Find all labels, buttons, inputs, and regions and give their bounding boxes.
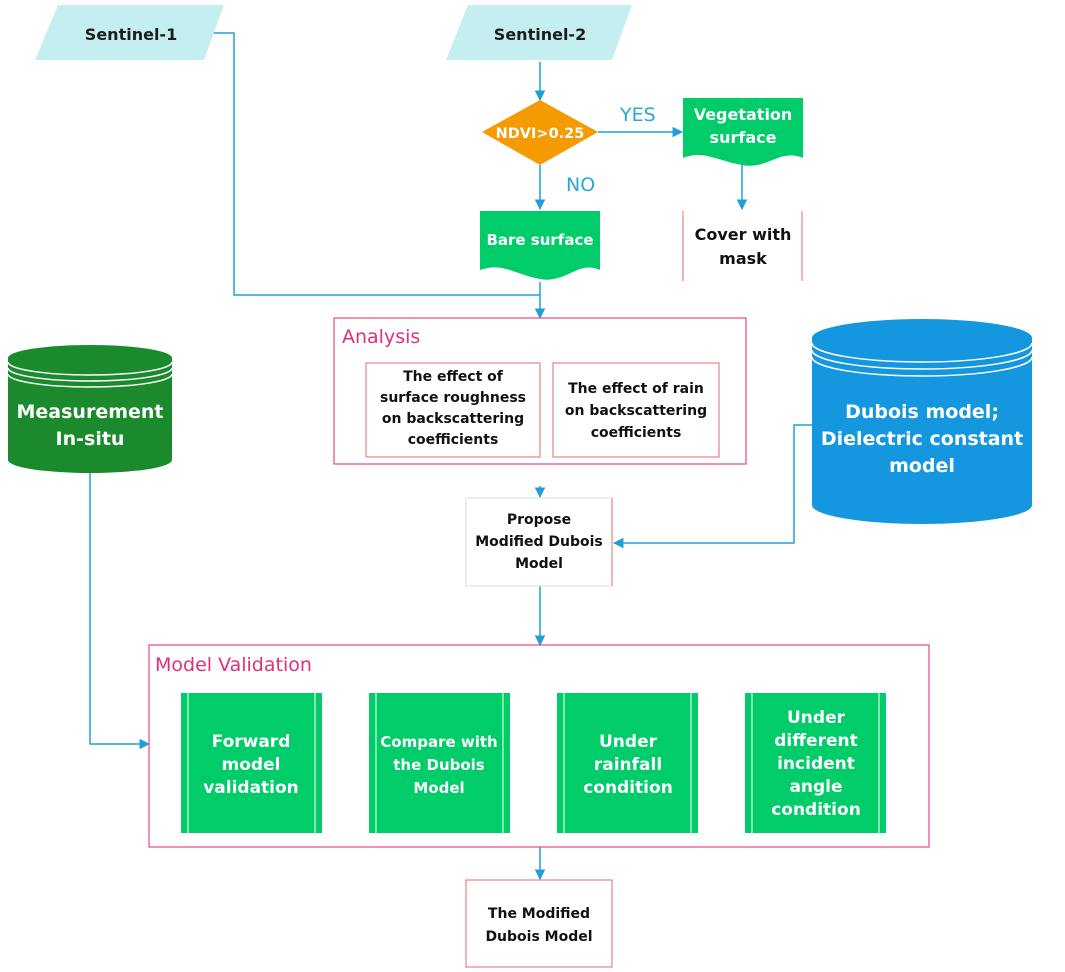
- vegetation-line-1: Vegetation: [694, 105, 793, 124]
- propose-line-1: Propose: [507, 512, 571, 528]
- validation-item-2-line-2: the Dubois: [393, 756, 485, 774]
- ndvi-decision: NDVI>0.25 YES NO: [482, 100, 656, 196]
- vegetation-shape: [683, 98, 803, 166]
- propose-line-2: Modified Dubois: [475, 534, 603, 550]
- dubois-cylinder-body: [812, 338, 1032, 524]
- arrow-measurement-to-validation: [89, 470, 151, 750]
- propose-box: [465, 497, 613, 587]
- dubois-line-1: Dubois model;: [845, 401, 999, 423]
- bare-surface-label: Bare surface: [486, 231, 593, 249]
- result-line-2: Dubois Model: [485, 929, 592, 945]
- validation-item-3-line-1: Under: [599, 732, 658, 752]
- validation-item-compare: [369, 693, 510, 833]
- measurement-cylinder-ring-3: [7, 373, 173, 388]
- yes-label: YES: [619, 104, 656, 126]
- validation-item-3-line-2: rainfall: [594, 755, 662, 775]
- cover-mask-line-2: mask: [719, 249, 767, 268]
- validation-item-1-line-3: validation: [203, 778, 299, 798]
- dubois-line-3: model: [889, 455, 955, 477]
- dubois-cylinder-ring-3: [811, 356, 1033, 377]
- sentinel2-label: Sentinel-2: [494, 25, 586, 44]
- vegetation-surface-node: Vegetation surface: [683, 98, 803, 166]
- result-line-1: The Modified: [488, 906, 590, 922]
- analysis-border: [333, 317, 747, 465]
- validation-item-rainfall: [557, 693, 698, 833]
- result-box: [465, 879, 613, 968]
- roughness-line-3: on backscattering: [382, 411, 524, 427]
- sentinel1-node: Sentinel-1: [35, 5, 224, 60]
- roughness-line-4: coefficients: [408, 432, 499, 448]
- analysis-frame: Analysis The effect of surface roughness…: [333, 317, 747, 465]
- analysis-title: Analysis: [342, 326, 420, 348]
- validation-item-2-line-3: Model: [413, 779, 464, 797]
- dubois-database: Dubois model; Dielectric constant model: [811, 319, 1033, 524]
- measurement-cylinder-body: [8, 358, 172, 473]
- dubois-cylinder-top: [812, 319, 1032, 357]
- validation-item-4-line-3: incident: [777, 754, 855, 774]
- decision-diamond: [482, 100, 598, 165]
- arrow-sentinel1-to-analysis: [208, 32, 540, 296]
- rain-effect-box: [552, 362, 720, 458]
- propose-line-3: Model: [515, 556, 563, 572]
- roughness-line-2: surface roughness: [380, 390, 526, 406]
- measurement-line-2: In-situ: [56, 428, 125, 450]
- roughness-line-1: The effect of: [403, 369, 504, 385]
- no-label: NO: [566, 174, 595, 196]
- roughness-effect-box: [365, 362, 541, 458]
- measurement-cylinder-ring-2: [7, 367, 173, 382]
- dubois-line-2: Dielectric constant: [821, 428, 1023, 450]
- dubois-cylinder-ring-1: [811, 342, 1033, 363]
- validation-border: [148, 644, 930, 848]
- measurement-database: Measurement In-situ: [7, 345, 173, 473]
- validation-item-4-line-1: Under: [787, 708, 846, 728]
- connectors: [89, 32, 812, 881]
- measurement-cylinder-ring-1: [7, 361, 173, 376]
- validation-item-2-line-1: Compare with: [380, 733, 497, 751]
- validation-item-4-line-4: angle: [789, 777, 842, 797]
- rain-line-1: The effect of rain: [568, 381, 704, 397]
- cover-mask-box: [683, 211, 802, 281]
- validation-title: Model Validation: [155, 654, 312, 676]
- sentinel1-shape: [35, 5, 224, 60]
- cover-mask-line-1: Cover with: [695, 225, 792, 244]
- rain-line-2: on backscattering: [565, 403, 707, 419]
- propose-node: Propose Modified Dubois Model: [465, 497, 613, 587]
- bare-surface-node: Bare surface: [480, 211, 600, 280]
- validation-item-incident-angle: [745, 693, 886, 833]
- cover-mask-node: Cover with mask: [682, 211, 803, 281]
- dubois-cylinder-ring-2: [811, 349, 1033, 370]
- sentinel2-node: Sentinel-2: [446, 5, 632, 60]
- validation-item-forward: [181, 693, 322, 833]
- validation-item-3-line-3: condition: [583, 778, 673, 798]
- arrow-dubois-to-propose: [612, 424, 812, 549]
- decision-condition: NDVI>0.25: [496, 126, 585, 142]
- vegetation-line-2: surface: [710, 128, 777, 147]
- rain-line-3: coefficients: [591, 425, 682, 441]
- validation-item-4-line-5: condition: [771, 800, 861, 820]
- validation-item-1-line-1: Forward: [212, 732, 291, 752]
- measurement-line-1: Measurement: [17, 401, 164, 423]
- sentinel2-shape: [446, 5, 632, 60]
- sentinel1-label: Sentinel-1: [85, 25, 177, 44]
- validation-item-4-line-2: different: [774, 731, 857, 751]
- validation-frame: Model Validation Forward model validatio…: [148, 644, 930, 848]
- validation-item-1-line-2: model: [222, 755, 281, 775]
- result-node: The Modified Dubois Model: [465, 879, 613, 968]
- measurement-cylinder-top: [8, 345, 172, 371]
- bare-surface-shape: [480, 211, 600, 280]
